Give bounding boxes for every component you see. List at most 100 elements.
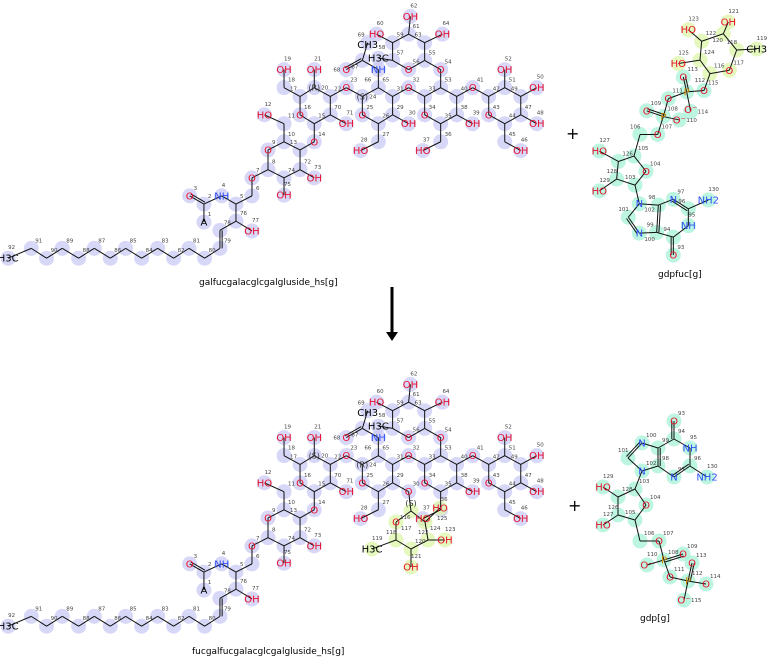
atom-label: O xyxy=(310,137,318,148)
atom-number: 91 xyxy=(35,606,42,612)
atom-label: O xyxy=(670,417,678,428)
atom-number: 81 xyxy=(193,238,200,244)
atom-number: 85 xyxy=(130,238,137,244)
single-bond xyxy=(264,482,285,493)
atom-number: 8 xyxy=(272,528,276,534)
atom-number: 58 xyxy=(378,45,385,51)
atom-label: O xyxy=(405,65,413,76)
single-bond xyxy=(219,588,237,599)
single-bond xyxy=(618,155,635,162)
atom-number: 27 xyxy=(382,132,389,138)
atom-number: 105 xyxy=(638,146,649,152)
single-bond xyxy=(330,114,347,125)
atom-label: HO xyxy=(592,186,608,197)
atom-number: 8 xyxy=(272,160,276,166)
single-bond xyxy=(410,510,426,523)
atom-label: HO xyxy=(592,147,608,158)
atom-label: O xyxy=(264,513,272,524)
atom-number: 112 xyxy=(695,78,706,84)
double-bond xyxy=(346,427,363,439)
atom-label: N xyxy=(638,467,645,478)
atom-label: OH xyxy=(497,433,512,444)
atom-label: OH xyxy=(529,451,544,462)
single-bond xyxy=(456,482,473,493)
atom-number: 3 xyxy=(194,554,198,560)
atom-number: 121 xyxy=(411,554,422,560)
atom-label: P xyxy=(661,556,667,567)
single-bond xyxy=(392,455,409,465)
double-bond-line xyxy=(626,441,641,457)
atom-number: 87 xyxy=(98,606,105,612)
atom-number: 62 xyxy=(410,3,417,9)
double-bond xyxy=(682,76,688,93)
single-bond xyxy=(362,59,379,71)
atom-number: 103 xyxy=(639,479,650,485)
atom-number: 129 xyxy=(603,474,614,480)
atom-label: N xyxy=(636,199,643,210)
atom-number: 120 xyxy=(712,38,723,44)
atom-number: 29 xyxy=(397,105,404,111)
atom-number: 81 xyxy=(193,606,200,612)
atom-label: O⁻ xyxy=(677,596,690,607)
atom-number: 46 xyxy=(521,506,528,512)
atom-label: O xyxy=(264,145,272,156)
atom-label: N xyxy=(670,195,677,206)
single-bond xyxy=(722,21,729,34)
atom-number: 10 xyxy=(288,132,295,138)
single-bond xyxy=(362,114,379,125)
atom-number: 84 xyxy=(146,248,153,254)
atom-number: 74 xyxy=(288,536,295,542)
atom-number: 33 xyxy=(429,86,436,92)
atom-label: O xyxy=(669,251,677,262)
atom-label: O xyxy=(642,167,650,178)
atom-number: 88 xyxy=(83,248,90,254)
double-bond-line xyxy=(684,76,690,92)
single-bond xyxy=(188,615,205,627)
single-bond xyxy=(639,203,659,206)
atom-label: O xyxy=(342,451,350,462)
atom-number: 90 xyxy=(51,616,58,622)
single-bond xyxy=(299,141,315,151)
atom-number: 70 xyxy=(334,105,341,111)
single-bond xyxy=(7,615,32,627)
single-bond xyxy=(456,455,473,465)
single-bond xyxy=(520,482,538,493)
atom-number: 28 xyxy=(361,138,368,144)
atom-number: 20 xyxy=(321,454,328,460)
atom-number: 9 xyxy=(272,140,276,146)
atom-label: OH xyxy=(435,30,450,41)
atom-number: 73 xyxy=(314,165,321,171)
atom-number: 68 xyxy=(333,68,340,74)
atom-label: O xyxy=(469,83,477,94)
atom-label: O xyxy=(405,451,413,462)
atom-number: 104 xyxy=(650,495,661,501)
atom-number: 62 xyxy=(410,371,417,377)
single-bond xyxy=(221,563,237,573)
single-bond xyxy=(408,491,412,512)
atom-label: OH xyxy=(497,65,512,76)
atom-number: 93 xyxy=(677,245,684,251)
single-bond xyxy=(504,509,522,520)
atom-number: 59 xyxy=(397,401,404,407)
stereo-descriptor: (S) xyxy=(357,92,368,101)
atom-label: O xyxy=(688,559,696,570)
atom-number: 36 xyxy=(445,132,452,138)
atom-number: 106 xyxy=(630,124,641,130)
atom-number: 115 xyxy=(691,598,702,604)
single-bond xyxy=(251,169,269,179)
single-bond xyxy=(125,247,142,259)
product-name-fucosyl-glycolipid: fucgalfucgalacglcgalgluside_hs[g] xyxy=(192,647,345,657)
single-bond xyxy=(94,247,111,259)
single-bond xyxy=(408,16,411,35)
single-bond xyxy=(701,33,724,42)
atom-label: OH xyxy=(513,146,528,157)
single-bond xyxy=(408,59,425,71)
atom-number: 26 xyxy=(382,482,389,488)
atom-label: O xyxy=(296,110,304,121)
atom-number: 108 xyxy=(668,550,679,556)
atom-number: 47 xyxy=(525,105,532,111)
single-bond xyxy=(669,576,689,582)
atom-number: 53 xyxy=(445,446,452,452)
